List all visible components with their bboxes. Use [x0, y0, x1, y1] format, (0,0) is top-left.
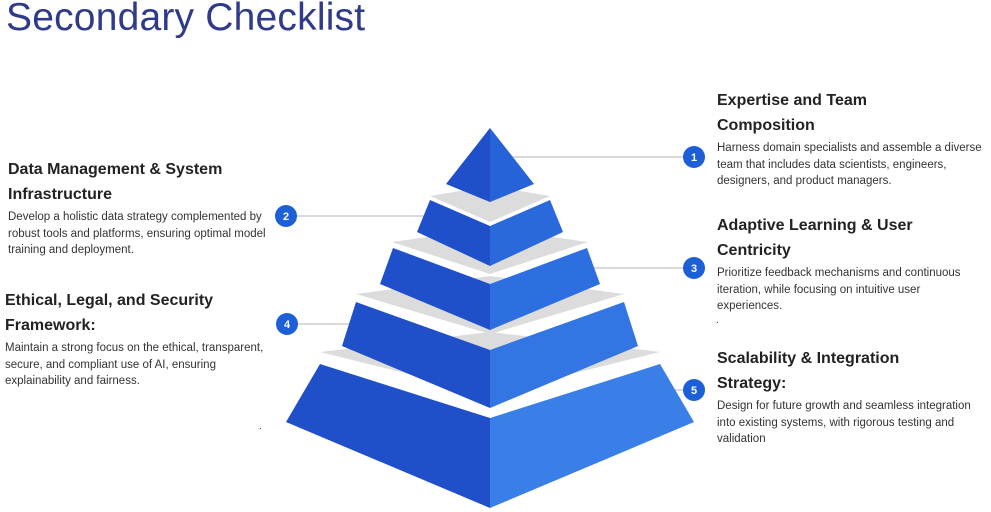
pyramid-tier-1-right-face — [490, 128, 534, 202]
pyramid-tier-1 — [446, 128, 534, 202]
checklist-item-2-heading: Data Management & System Infrastructure — [8, 157, 270, 207]
checklist-item-4-heading-line2: Framework: — [5, 317, 96, 334]
checklist-item-5: Scalability & Integration Strategy: Desi… — [717, 346, 987, 448]
pyramid-tier-2 — [417, 186, 563, 266]
pyramid-tier-1-left-face — [446, 128, 490, 202]
badge-1-number: 1 — [691, 152, 697, 164]
checklist-item-5-heading-line1: Scalability & Integration — [717, 350, 900, 367]
stray-dot-right: . — [716, 315, 719, 326]
badge-4-number: 4 — [284, 319, 291, 331]
pyramid-tier-4-right-face — [490, 302, 638, 408]
badge-5-number: 5 — [691, 385, 697, 397]
checklist-item-1-heading-line1: Expertise and Team — [717, 92, 867, 109]
checklist-item-3-body: Prioritize feedback mechanisms and conti… — [717, 267, 961, 312]
badge-2-number: 2 — [283, 211, 289, 223]
badge-2: 2 — [275, 205, 297, 227]
checklist-item-1: Expertise and Team Composition Harness d… — [717, 88, 987, 190]
checklist-item-2-heading-line1: Data Management & System — [8, 161, 223, 178]
checklist-item-3: Adaptive Learning & User Centricity Prio… — [717, 213, 987, 315]
checklist-item-2-body: Develop a holistic data strategy complem… — [8, 211, 266, 256]
pyramid-tier-2-separator — [430, 186, 550, 222]
stray-dot-left: . — [259, 421, 262, 432]
pyramid-tier-3-right-face — [490, 248, 600, 330]
badge-1: 1 — [683, 146, 705, 168]
pyramid-tier-2-left-face — [417, 200, 490, 266]
checklist-item-1-body: Harness domain specialists and assemble … — [717, 142, 982, 187]
pyramid-tier-5-left-face — [286, 364, 490, 508]
checklist-item-1-heading-line2: Composition — [717, 117, 815, 134]
checklist-item-2: Data Management & System Infrastructure … — [8, 157, 270, 259]
pyramid-tier-4-left-face — [342, 302, 490, 408]
checklist-item-5-heading-line2: Strategy: — [717, 375, 787, 392]
checklist-item-2-heading-line2: Infrastructure — [8, 186, 113, 203]
checklist-item-4-heading-line1: Ethical, Legal, and Security — [5, 292, 214, 309]
page-title: Secondary Checklist — [6, 0, 366, 39]
checklist-item-3-heading-line1: Adaptive Learning & User — [717, 217, 913, 234]
checklist-item-1-heading: Expertise and Team Composition — [717, 88, 987, 138]
checklist-item-5-body: Design for future growth and seamless in… — [717, 400, 971, 445]
checklist-item-4-body: Maintain a strong focus on the ethical, … — [5, 342, 264, 387]
checklist-item-4: Ethical, Legal, and Security Framework: … — [5, 288, 267, 390]
badge-3: 3 — [683, 257, 705, 279]
pyramid-tier-2-right-face — [490, 200, 563, 266]
checklist-item-5-heading: Scalability & Integration Strategy: — [717, 346, 987, 396]
badge-4: 4 — [276, 313, 298, 335]
checklist-item-3-heading-line2: Centricity — [717, 242, 791, 259]
checklist-item-4-heading: Ethical, Legal, and Security Framework: — [5, 288, 267, 338]
badge-5: 5 — [683, 379, 705, 401]
badge-3-number: 3 — [691, 263, 697, 275]
pyramid-tier-5-right-face — [490, 364, 694, 508]
checklist-item-3-heading: Adaptive Learning & User Centricity — [717, 213, 987, 263]
pyramid-tier-3-left-face — [380, 248, 490, 330]
